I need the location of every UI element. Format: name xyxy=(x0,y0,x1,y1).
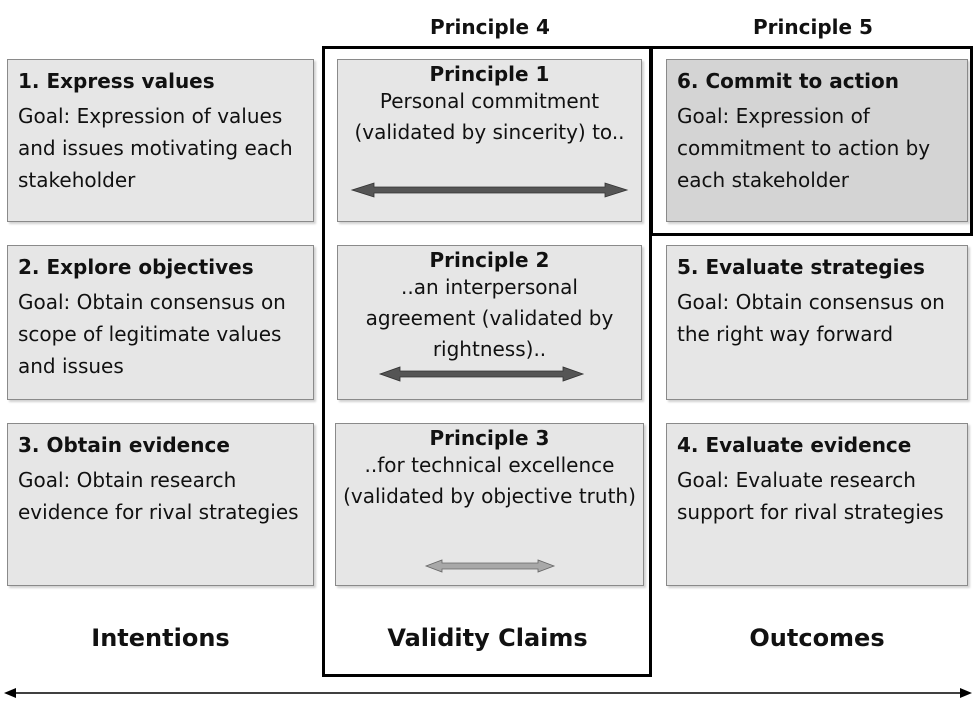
double-arrow-icon xyxy=(350,182,629,198)
principle-text: ..an interpersonal agreement (validated … xyxy=(365,275,614,361)
principle-2-box: Principle 2 ..an interpersonal agreement… xyxy=(337,245,642,400)
principle-3-box: Principle 3 ..for technical excellence (… xyxy=(335,423,644,586)
step-goal: Goal: Obtain research evidence for rival… xyxy=(18,468,299,524)
principle-text: ..for technical excellence (validated by… xyxy=(343,453,636,508)
step-title: 4. Evaluate evidence xyxy=(677,433,912,457)
step-title: 6. Commit to action xyxy=(677,69,899,93)
outcomes-label: Outcomes xyxy=(749,624,885,652)
intentions-label: Intentions xyxy=(91,624,230,652)
timeline-double-arrow-icon xyxy=(4,688,972,698)
step-title: 2. Explore objectives xyxy=(18,255,254,279)
step-3-obtain-evidence: 3. Obtain evidence Goal: Obtain research… xyxy=(7,423,314,586)
double-arrow-icon xyxy=(378,366,585,382)
step-6-commit-to-action: 6. Commit to action Goal: Expression of … xyxy=(666,59,968,222)
step-1-express-values: 1. Express values Goal: Expression of va… xyxy=(7,59,314,222)
principle-4-frame xyxy=(322,46,652,677)
principle-5-frame xyxy=(650,46,973,236)
step-title: 5. Evaluate strategies xyxy=(677,255,925,279)
principle-5-header: Principle 5 xyxy=(753,15,873,39)
principle-title: Principle 3 xyxy=(429,426,550,450)
step-goal: Goal: Obtain consensus on scope of legit… xyxy=(18,290,286,378)
principle-title: Principle 2 xyxy=(429,248,550,272)
step-title: 1. Express values xyxy=(18,69,215,93)
principle-text: Personal commitment (validated by sincer… xyxy=(354,89,625,144)
step-goal: Goal: Evaluate research support for riva… xyxy=(677,468,944,524)
principle-4-header: Principle 4 xyxy=(430,15,550,39)
principle-title: Principle 1 xyxy=(429,62,550,86)
step-2-explore-objectives: 2. Explore objectives Goal: Obtain conse… xyxy=(7,245,314,400)
step-goal: Goal: Expression of values and issues mo… xyxy=(18,104,293,192)
step-goal: Goal: Expression of commitment to action… xyxy=(677,104,931,192)
step-4-evaluate-evidence: 4. Evaluate evidence Goal: Evaluate rese… xyxy=(666,423,968,586)
validity-claims-label: Validity Claims xyxy=(387,624,588,652)
double-arrow-icon xyxy=(424,559,556,573)
step-5-evaluate-strategies: 5. Evaluate strategies Goal: Obtain cons… xyxy=(666,245,968,400)
step-title: 3. Obtain evidence xyxy=(18,433,230,457)
step-goal: Goal: Obtain consensus on the right way … xyxy=(677,290,945,346)
principle-1-box: Principle 1 Personal commitment (validat… xyxy=(337,59,642,222)
